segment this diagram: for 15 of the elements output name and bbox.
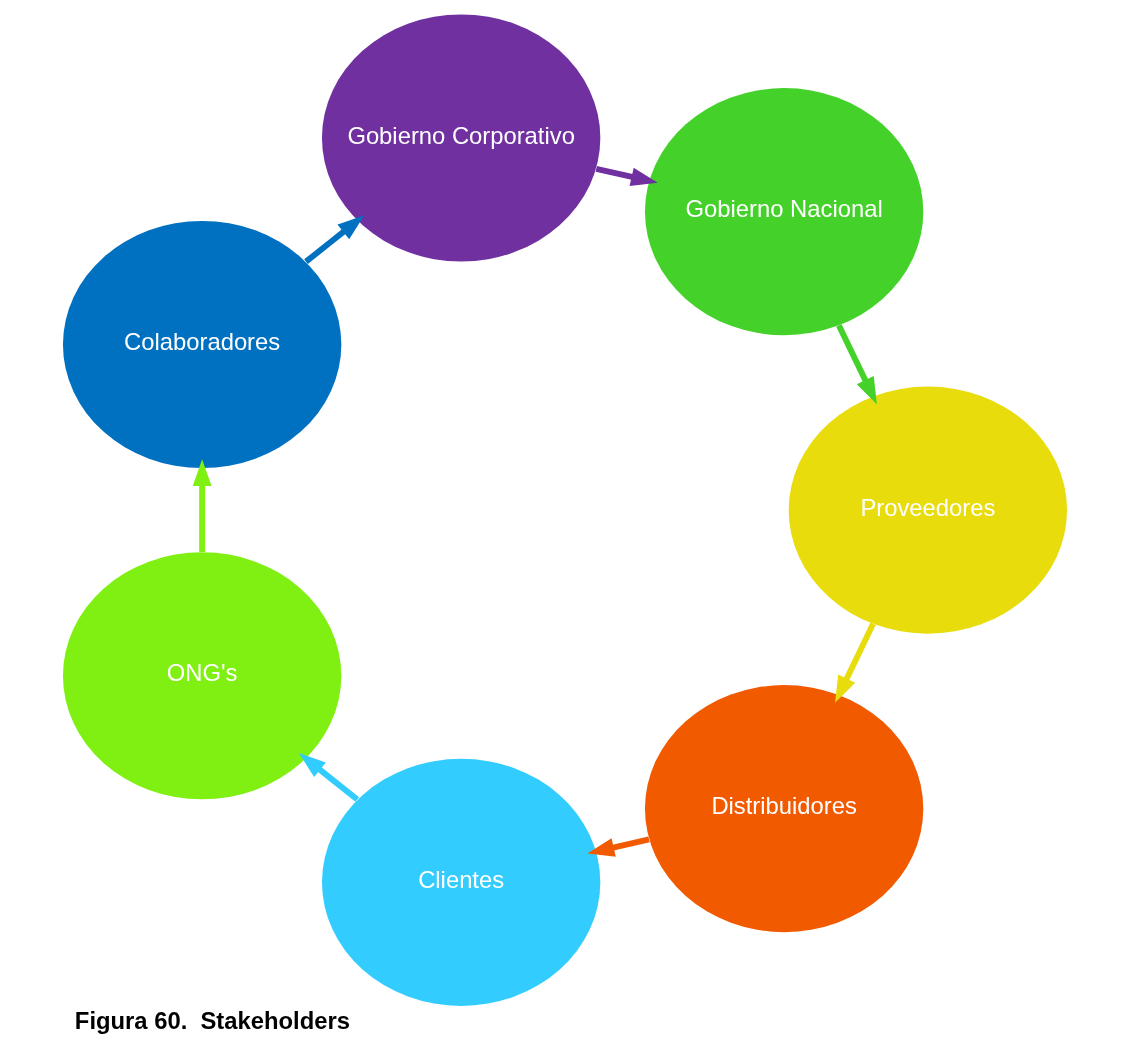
node-ellipse: Gobierno Corporativo — [321, 14, 601, 262]
caption: Figura 60. Stakeholders — [74, 1007, 350, 1035]
arrow — [835, 622, 876, 703]
node-ellipse: Clientes — [321, 758, 601, 1006]
arrow — [836, 324, 877, 405]
node-ellipse: Colaboradores — [62, 220, 342, 469]
node-ellipse: Distribuidores — [644, 685, 924, 933]
node-ellipse: Proveedores — [788, 386, 1068, 634]
arrow — [192, 459, 212, 552]
arrow — [595, 165, 658, 187]
node-ellipse: Gobierno Nacional — [644, 88, 924, 336]
arrow — [587, 836, 650, 857]
arrow — [298, 753, 360, 802]
node-ellipse: ONG's — [62, 552, 342, 800]
arrow — [304, 215, 365, 264]
